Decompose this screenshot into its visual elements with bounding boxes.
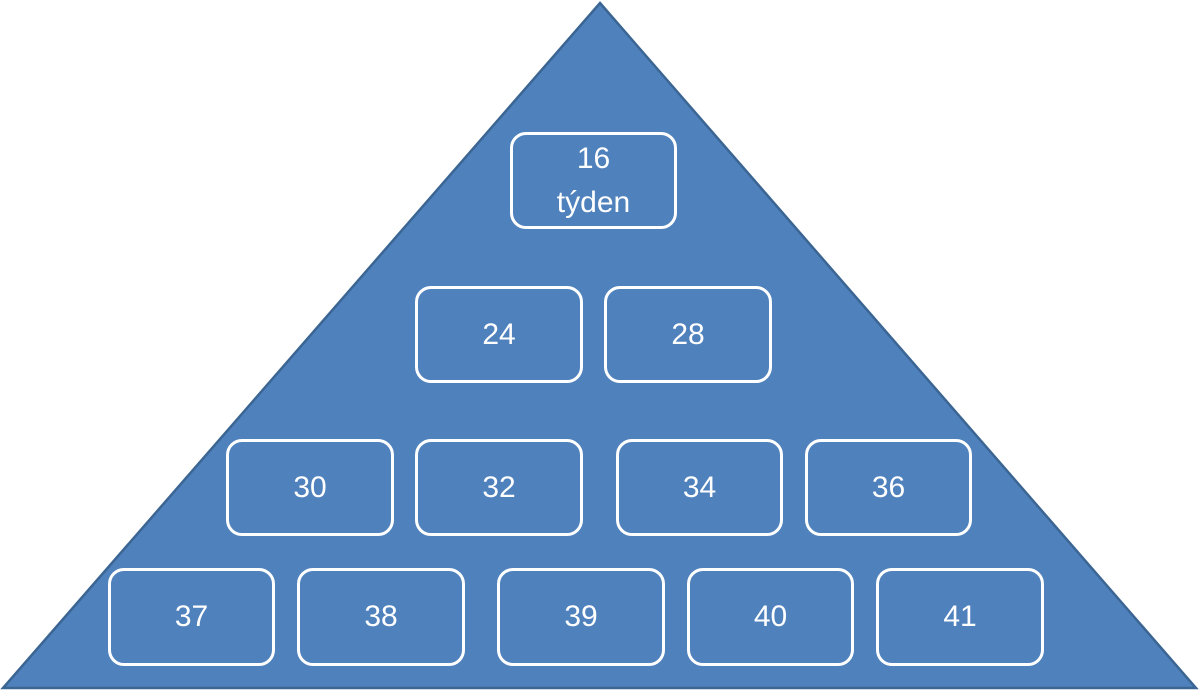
level-box-row3-4: 36 (805, 439, 972, 536)
level-box-row4-1: 37 (108, 568, 275, 666)
level-number: 32 (482, 470, 516, 504)
level-box-row4-2: 38 (297, 568, 465, 666)
level-number: 16 (576, 142, 611, 175)
level-number: 28 (671, 317, 705, 351)
level-number: 40 (753, 600, 788, 634)
level-unit: týden (556, 185, 631, 219)
level-box-row2-1: 24 (415, 286, 583, 383)
level-number: 30 (293, 470, 327, 504)
level-box-row3-1: 30 (226, 439, 394, 536)
level-number: 34 (682, 470, 717, 504)
level-box-top: 16 týden (510, 132, 677, 229)
level-box-row4-3: 39 (497, 568, 665, 666)
level-number: 38 (364, 600, 398, 634)
level-number: 39 (564, 600, 598, 634)
level-box-row2-2: 28 (604, 286, 772, 383)
level-number: 24 (482, 317, 516, 351)
level-box-row3-2: 32 (415, 439, 583, 536)
level-number: 36 (871, 470, 906, 504)
level-box-row4-4: 40 (687, 568, 854, 666)
level-number: 37 (174, 600, 209, 634)
level-box-row3-3: 34 (616, 439, 783, 536)
level-number: 41 (943, 600, 977, 634)
level-box-row4-5: 41 (876, 568, 1044, 666)
